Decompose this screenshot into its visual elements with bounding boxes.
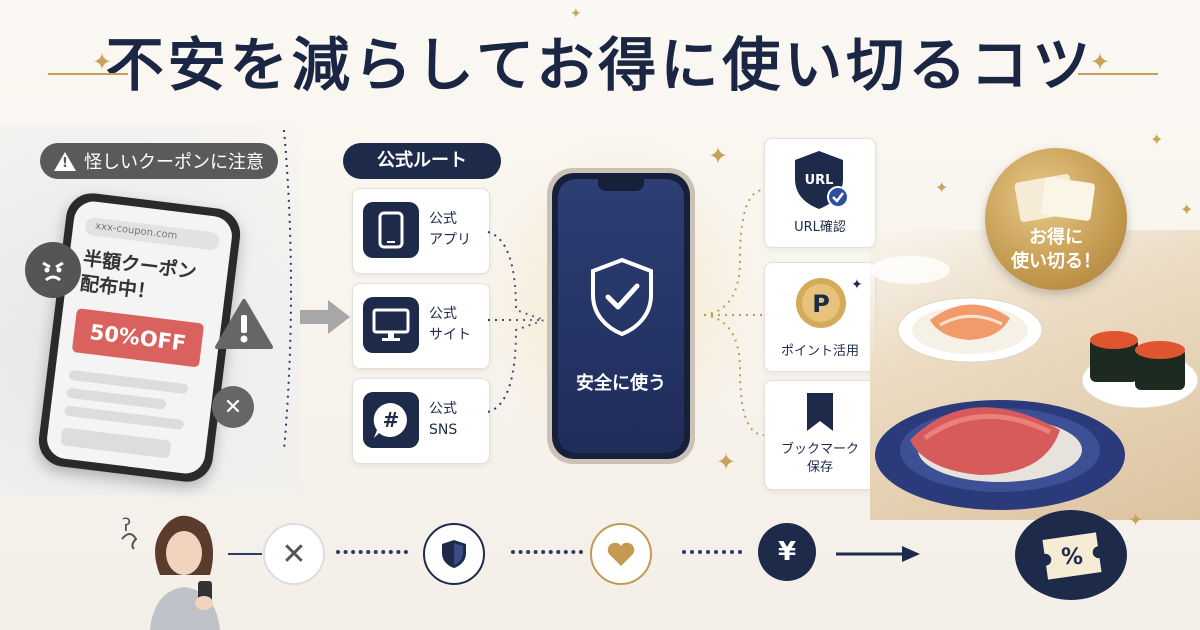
use-up-badge: お得に 使い切る！ <box>985 148 1127 290</box>
tip-label-line1: ブックマーク <box>780 442 859 457</box>
route-card-app: 公式 アプリ <box>352 188 490 274</box>
placeholder-button <box>60 427 172 459</box>
x-icon: ✕ <box>263 523 325 585</box>
tips-connectors <box>703 189 765 436</box>
badge-line1: お得に <box>1029 227 1083 248</box>
tip-card-url: URL URL確認 <box>764 138 876 248</box>
suspicious-phone: xxx-coupon.com 半額クーポン 配布中！ 50%OFF <box>35 190 244 485</box>
tip-label: URL確認 <box>794 220 846 235</box>
tip-label: ポイント活用 <box>780 344 859 359</box>
flow-dots <box>682 550 742 558</box>
monitor-icon <box>363 297 419 353</box>
panel-divider <box>283 130 292 450</box>
fake-url-bar: xxx-coupon.com <box>84 216 221 251</box>
sparkle-icon: ✦ <box>935 178 949 197</box>
bookmark-icon <box>807 393 833 431</box>
arrow-right-icon <box>836 546 920 562</box>
route-card-site: 公式 サイト <box>352 283 490 369</box>
svg-text:ʔ: ʔ <box>122 515 131 536</box>
fake-headline: 半額クーポン 配布中！ <box>79 247 198 311</box>
sushi-illustration <box>870 256 1199 510</box>
arrow-right-icon <box>300 300 350 334</box>
point-coin-icon: P <box>796 278 846 328</box>
safe-use-label: 安全に使う <box>576 373 666 394</box>
warning-triangle-icon <box>215 299 273 349</box>
scam-warning-text: 怪しいクーポンに注意 <box>84 152 264 173</box>
svg-text:P: P <box>812 290 830 318</box>
flow-dots <box>336 550 408 558</box>
discount-badge: % <box>1015 510 1127 600</box>
hashtag-icon: # <box>363 392 419 448</box>
title-rule-right <box>1078 73 1158 75</box>
yen-icon: ¥ <box>758 523 816 581</box>
tip-card-points: P ✦ ポイント活用 <box>764 262 876 372</box>
page-title: 不安を減らしてお得に使い切るコツ <box>105 31 1095 99</box>
ticket-icon <box>1014 174 1095 222</box>
svg-text:#: # <box>383 408 400 432</box>
discount-ticket-icon: % <box>1042 532 1102 580</box>
flow-dots <box>511 550 583 558</box>
placeholder-line <box>66 387 167 410</box>
route-label-line2: アプリ <box>429 232 471 248</box>
sparkle-icon: ✦ <box>716 448 737 476</box>
placeholder-line <box>63 405 185 430</box>
discount-symbol: % <box>1061 545 1083 570</box>
sparkle-icon: ✦ <box>1150 130 1164 149</box>
route-label-line1: 公式 <box>429 306 457 322</box>
sparkle-icon: ✦ <box>92 48 113 76</box>
tip-label-line2: 保存 <box>806 460 833 475</box>
badge-line2: 使い切る！ <box>1011 251 1101 272</box>
fake-coupon: 50%OFF <box>71 308 205 368</box>
flow-line <box>228 553 262 555</box>
sparkle-icon: ✦ <box>851 277 863 293</box>
heart-icon <box>590 523 652 585</box>
sparkle-icon: ✦ <box>570 6 582 22</box>
url-shield-icon: URL <box>795 151 849 209</box>
sparkle-icon: ✦ <box>1090 48 1111 76</box>
worried-woman-illustration: ʔ <box>121 515 220 630</box>
safe-phone: 安全に使う <box>547 168 695 464</box>
reject-x-icon: ✕ <box>212 386 254 428</box>
shield-icon <box>423 523 485 585</box>
smartphone-icon <box>363 202 419 258</box>
route-label-line1: 公式 <box>429 401 457 417</box>
sparkle-icon: ✦ <box>1128 510 1144 531</box>
svg-text:URL: URL <box>805 173 834 188</box>
warning-icon: ! <box>54 151 76 171</box>
official-route-label: 公式ルート <box>343 143 501 179</box>
sparkle-icon: ✦ <box>1180 200 1194 219</box>
shield-check-icon <box>591 257 653 337</box>
route-label-line2: サイト <box>429 327 471 343</box>
route-card-sns: # 公式 SNS <box>352 378 490 464</box>
angry-face-icon <box>25 242 81 298</box>
tip-card-bookmark: ブックマーク 保存 <box>764 380 876 490</box>
route-label-line2: SNS <box>429 422 458 438</box>
route-label-line1: 公式 <box>429 211 457 227</box>
scam-warning-label: ! 怪しいクーポンに注意 <box>40 143 278 179</box>
sparkle-icon: ✦ <box>708 142 729 170</box>
title-rule-left <box>48 73 128 75</box>
